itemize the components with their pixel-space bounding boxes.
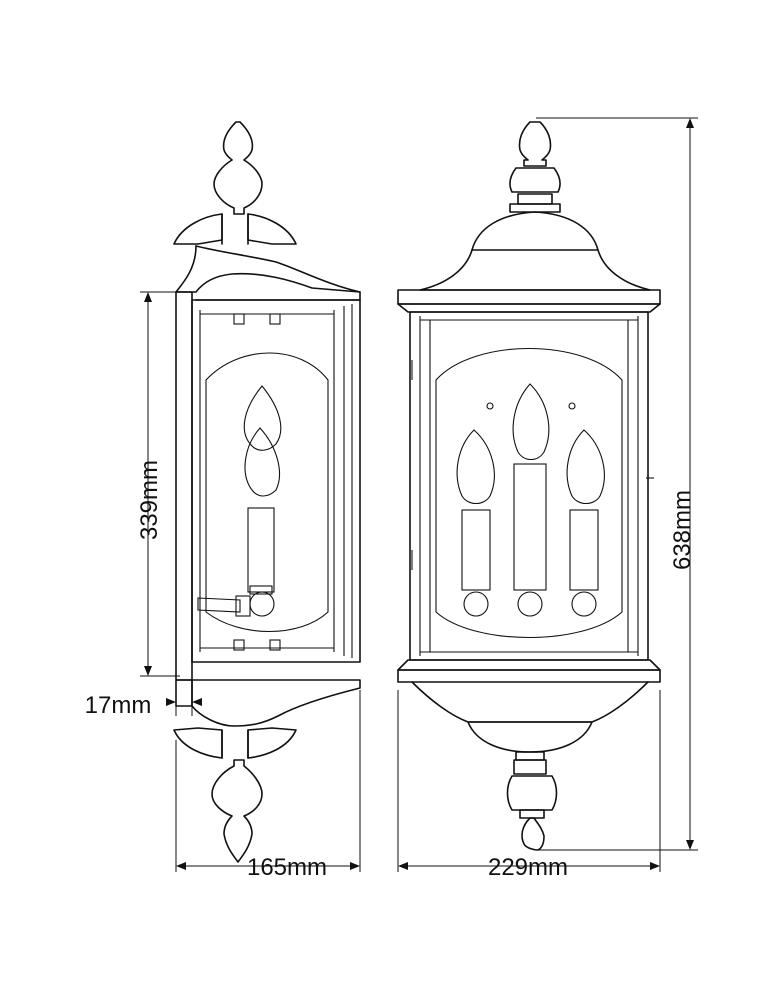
- front-top-finial: [509, 121, 561, 213]
- label-side-width: 165mm: [247, 854, 327, 881]
- side-back-plate: [175, 291, 193, 681]
- side-view: [173, 121, 361, 863]
- side-bottom-roof: [191, 679, 361, 727]
- label-side-offset: 17mm: [85, 692, 152, 719]
- front-bowl: [467, 721, 593, 753]
- label-total-height: 638mm: [669, 490, 696, 570]
- side-bottom-finial: [173, 727, 297, 863]
- label-front-width: 229mm: [488, 854, 568, 881]
- front-body: [409, 311, 654, 661]
- dim-side-width: [175, 690, 361, 872]
- dim-side-offset: [166, 686, 202, 716]
- front-base: [397, 669, 661, 683]
- front-cornice: [397, 289, 661, 305]
- side-body: [191, 299, 361, 663]
- label-side-height: 339mm: [136, 460, 163, 540]
- side-top-finial: [173, 121, 297, 245]
- side-roof: [175, 245, 361, 301]
- dim-front-width: [397, 690, 661, 872]
- front-view: [397, 121, 661, 851]
- dim-side-height: [140, 291, 180, 677]
- front-roof: [471, 211, 599, 251]
- dim-total-height: [536, 117, 698, 851]
- front-bottom-finial: [506, 751, 558, 851]
